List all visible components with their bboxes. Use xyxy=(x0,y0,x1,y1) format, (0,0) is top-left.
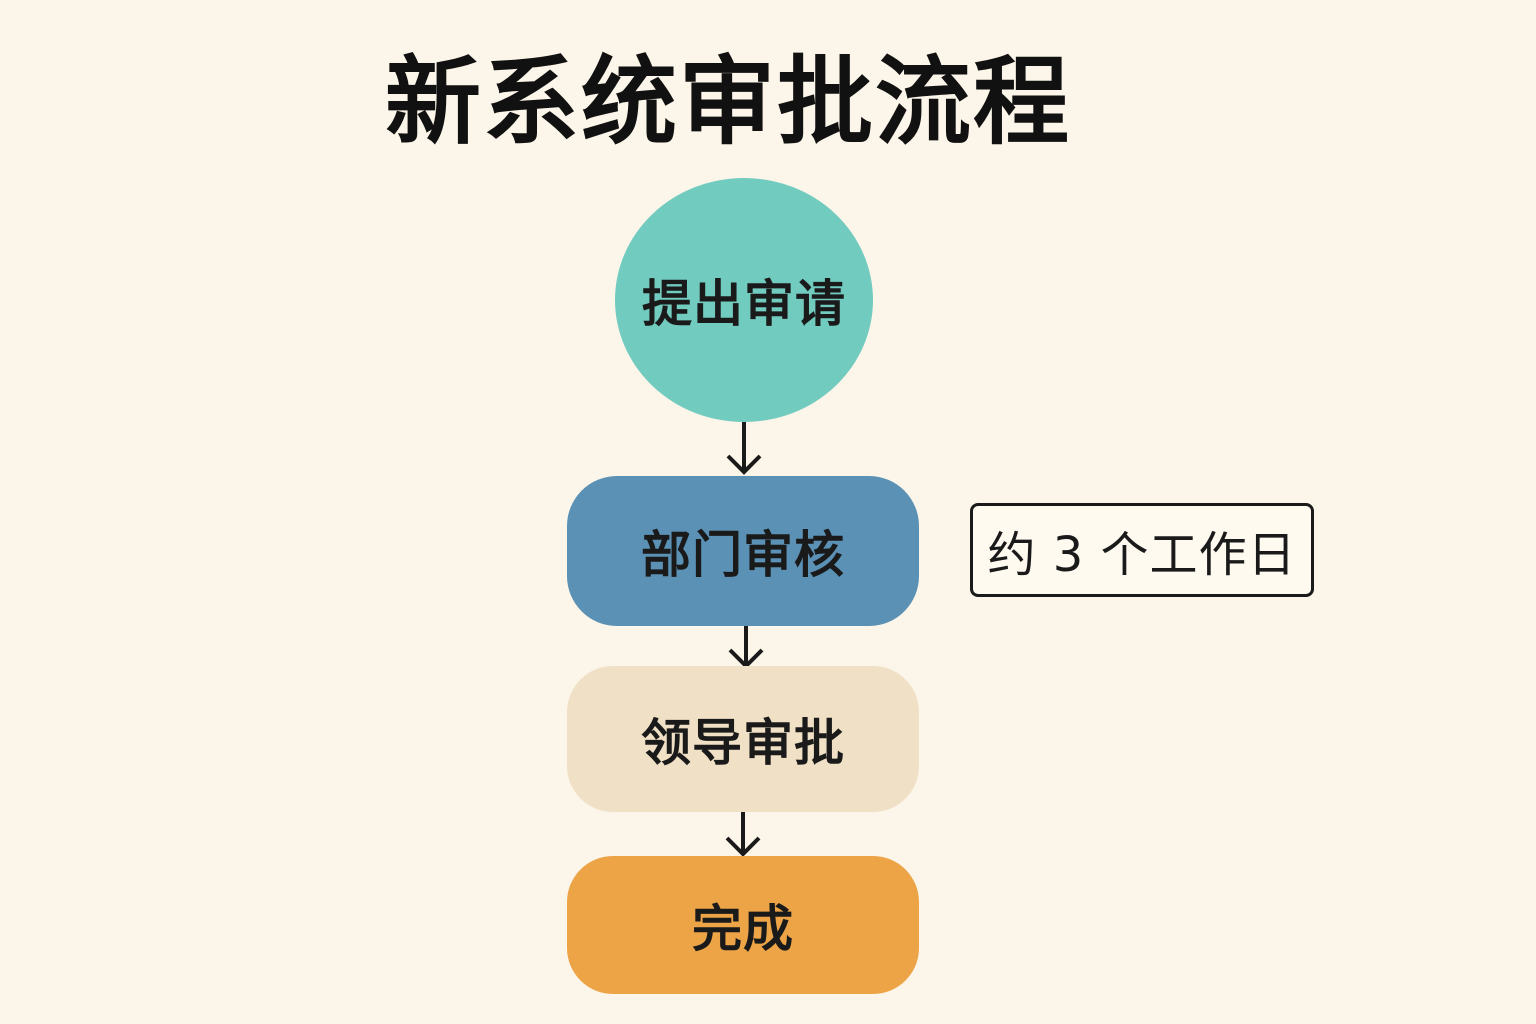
step-complete: 完成 xyxy=(567,856,919,994)
arrow-down-icon xyxy=(728,626,764,669)
step-label: 部门审核 xyxy=(641,526,845,584)
arrow-down-icon xyxy=(726,422,762,475)
duration-note: 约 3 个工作日 xyxy=(970,503,1314,597)
step-department-review: 部门审核 xyxy=(567,476,919,626)
page-title: 新系统审批流程 xyxy=(385,46,1071,158)
step-leader-approval: 领导审批 xyxy=(567,666,919,812)
arrow-down-icon xyxy=(725,812,761,857)
duration-note-text: 约 3 个工作日 xyxy=(987,527,1297,583)
step-label: 领导审批 xyxy=(641,714,845,772)
step-label: 完成 xyxy=(692,900,794,958)
step-submit-request: 提出审请 xyxy=(615,178,873,422)
step-label: 提出审请 xyxy=(642,275,846,333)
